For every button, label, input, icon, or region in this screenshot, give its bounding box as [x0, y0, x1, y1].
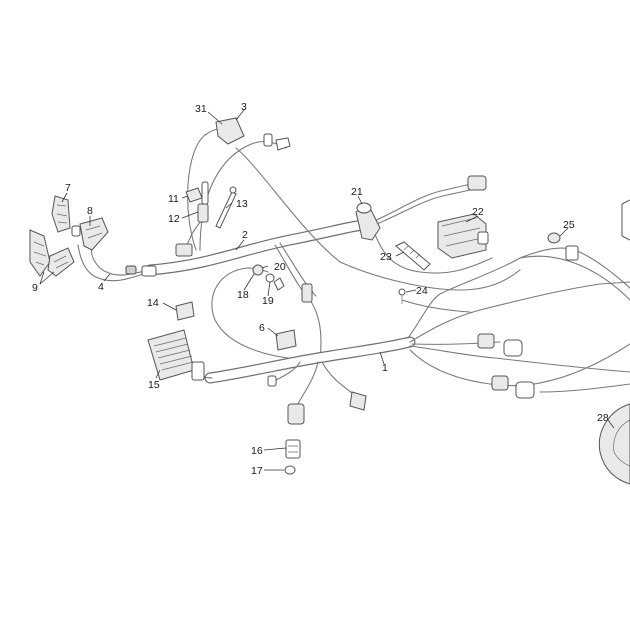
callout-22: 22: [472, 206, 484, 218]
callout-9: 9: [32, 282, 38, 294]
front-harness-connector: [175, 243, 193, 257]
fuse-holder-part: [275, 329, 297, 351]
leader-lines: [39, 109, 615, 471]
harness-left-connectors: [125, 265, 157, 277]
spark-plug-cap-part: [355, 202, 381, 241]
switch-assembly-part: [215, 117, 291, 151]
sender-unit-part: [285, 403, 305, 459]
connector-14-part: [175, 301, 195, 321]
edge-component-top: [621, 199, 630, 241]
callout-21: 21: [351, 186, 363, 198]
indicator-right-upper-part: [71, 217, 109, 251]
screw-part: [398, 288, 406, 304]
stator-part: [598, 403, 630, 485]
bulb-socket-part: [252, 264, 285, 291]
callout-2: 2: [242, 229, 248, 241]
indicator-left-lower-part: [29, 229, 75, 277]
regulator-part: [147, 329, 205, 381]
callout-labels: 1 2 3 4 6 7 8 9 11 12 13 14 15 16 17 18 …: [32, 101, 609, 477]
callout-18: 18: [237, 289, 249, 301]
callout-8: 8: [87, 205, 93, 217]
callout-6: 6: [259, 322, 265, 334]
ignition-coil-part: [437, 213, 489, 259]
callout-14: 14: [147, 297, 159, 309]
callout-3: 3: [241, 101, 247, 113]
callout-24: 24: [416, 285, 428, 297]
callout-20: 20: [274, 261, 286, 273]
sensor-rod-part: [215, 186, 237, 229]
upper-loop-connector: [467, 175, 487, 191]
main-harness-right-connectors: [477, 333, 535, 399]
callout-17: 17: [251, 465, 263, 477]
relay-small-part: [185, 187, 203, 203]
o-ring-part: [284, 465, 296, 475]
switch-small-part: [197, 181, 209, 223]
callout-16: 16: [251, 445, 263, 457]
spark-plug-part: [395, 241, 431, 271]
callout-25: 25: [563, 219, 575, 231]
callout-12: 12: [168, 213, 180, 225]
main-harness-lower-connectors: [267, 375, 367, 411]
callout-23: 23: [380, 251, 392, 263]
callout-1: 1: [382, 362, 388, 374]
indicator-left-upper-part: [51, 195, 71, 233]
callout-31: 31: [195, 103, 207, 115]
mid-wire-connector: [301, 283, 313, 303]
callout-28: 28: [597, 412, 609, 424]
sensor-part: [547, 232, 579, 261]
callout-13: 13: [236, 198, 248, 210]
callout-7: 7: [65, 182, 71, 194]
callout-15: 15: [148, 379, 160, 391]
callout-19: 19: [262, 295, 274, 307]
callout-4: 4: [98, 281, 104, 293]
callout-11: 11: [168, 193, 179, 205]
